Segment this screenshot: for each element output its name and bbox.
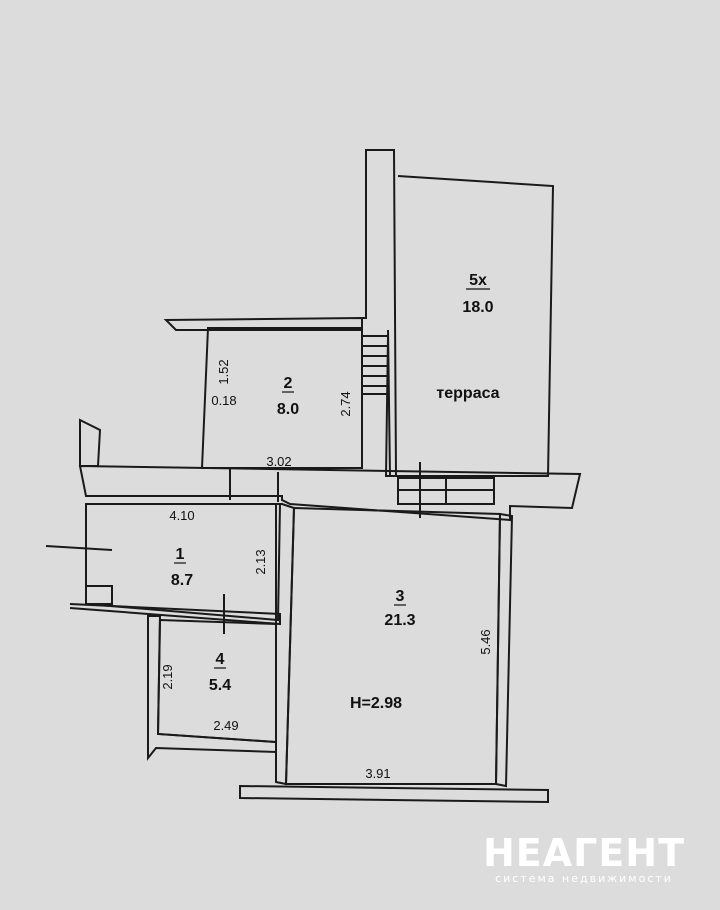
room-2-outline	[200, 327, 363, 469]
room-4-number: 4	[216, 651, 225, 668]
room-1-outline	[85, 503, 282, 622]
room-4-area: 5.4	[209, 677, 231, 694]
terrace-outline	[387, 175, 555, 477]
dim-room3-width: 3.91	[365, 766, 390, 781]
room-3-number: 3	[396, 588, 405, 605]
room-5-area: 18.0	[462, 299, 493, 316]
ceiling-height: H=2.98	[350, 695, 402, 712]
room-1-inner	[69, 603, 281, 626]
dim-room2-left-height: 1.52	[216, 359, 231, 384]
watermark-name: НЕАГЕНТ	[483, 831, 685, 875]
corridor-wall	[78, 464, 582, 522]
dim-room1-width: 4.10	[169, 508, 194, 523]
room-5-number: 5х	[469, 272, 487, 289]
dim-room4-width: 2.49	[213, 718, 238, 733]
dim-room1-height: 2.13	[253, 549, 268, 574]
room-1-area: 8.7	[171, 572, 193, 589]
room-3-wall	[275, 503, 296, 786]
wall-column	[361, 149, 398, 477]
room-2-area: 8.0	[277, 401, 299, 418]
room-5-name: терраса	[436, 385, 499, 402]
wall-room2-top	[163, 316, 363, 331]
dim-room3-height: 5.46	[478, 629, 493, 654]
room-1-number: 1	[176, 546, 185, 563]
watermark-subtitle: система недвижимости	[495, 872, 673, 885]
dim-room2-left-offset: 0.18	[211, 393, 236, 408]
bottom-wall	[239, 784, 549, 804]
room-3-outline	[284, 506, 502, 785]
room-1-box	[85, 585, 113, 605]
dim-room2-width: 3.02	[266, 454, 291, 469]
room-3-area: 21.3	[384, 612, 415, 629]
dim-room4-height: 2.19	[160, 664, 175, 689]
room-2-number: 2	[284, 375, 293, 392]
balcony-stub	[79, 418, 102, 467]
door-marker	[45, 545, 113, 551]
dim-room2-right-height: 2.74	[338, 391, 353, 416]
room-3-right-wall	[494, 512, 514, 788]
